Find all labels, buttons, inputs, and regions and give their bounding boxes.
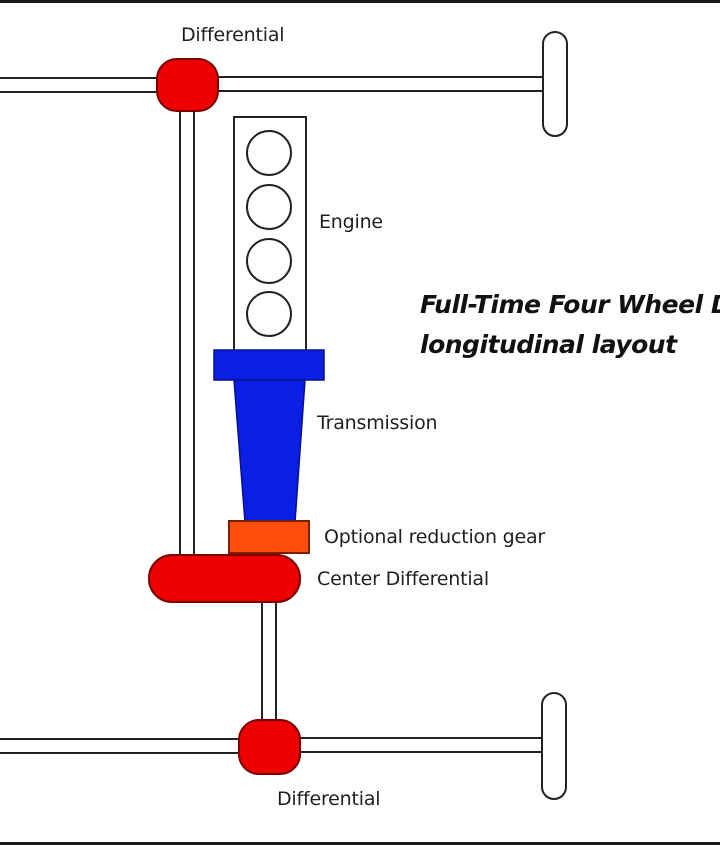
reduction-gear bbox=[228, 520, 310, 554]
reduction-gear-label: Optional reduction gear bbox=[324, 526, 546, 548]
transmission-label: Transmission bbox=[317, 412, 438, 434]
front-right-wheel bbox=[542, 31, 568, 137]
rear-axle-right bbox=[294, 737, 546, 753]
rear-propeller-shaft bbox=[261, 597, 277, 729]
diagram-title: Full-Time Four Wheel D longitudinal layo… bbox=[420, 285, 720, 365]
top-border bbox=[0, 0, 720, 3]
engine-cylinder-2 bbox=[246, 184, 292, 230]
engine-label: Engine bbox=[319, 211, 383, 233]
front-axle-left bbox=[0, 77, 166, 93]
engine-cylinder-4 bbox=[246, 291, 292, 337]
engine-cylinder-3 bbox=[246, 238, 292, 284]
rear-differential-label: Differential bbox=[277, 788, 381, 810]
front-axle-right bbox=[211, 76, 547, 92]
engine-cylinder-1 bbox=[246, 130, 292, 176]
transmission-case bbox=[233, 379, 306, 523]
title-line-2: longitudinal layout bbox=[420, 330, 677, 359]
transmission-bellhousing bbox=[213, 349, 325, 381]
title-line-1: Full-Time Four Wheel D bbox=[420, 290, 720, 319]
rear-differential bbox=[238, 719, 301, 775]
front-differential bbox=[156, 58, 219, 112]
transmission bbox=[213, 349, 325, 523]
rear-right-wheel bbox=[541, 692, 567, 800]
bottom-border bbox=[0, 842, 720, 845]
engine bbox=[233, 116, 307, 353]
rear-axle-left bbox=[0, 738, 246, 754]
front-propeller-shaft bbox=[179, 107, 195, 561]
center-differential bbox=[148, 554, 301, 603]
front-differential-label: Differential bbox=[181, 24, 285, 46]
center-differential-label: Center Differential bbox=[317, 568, 489, 590]
